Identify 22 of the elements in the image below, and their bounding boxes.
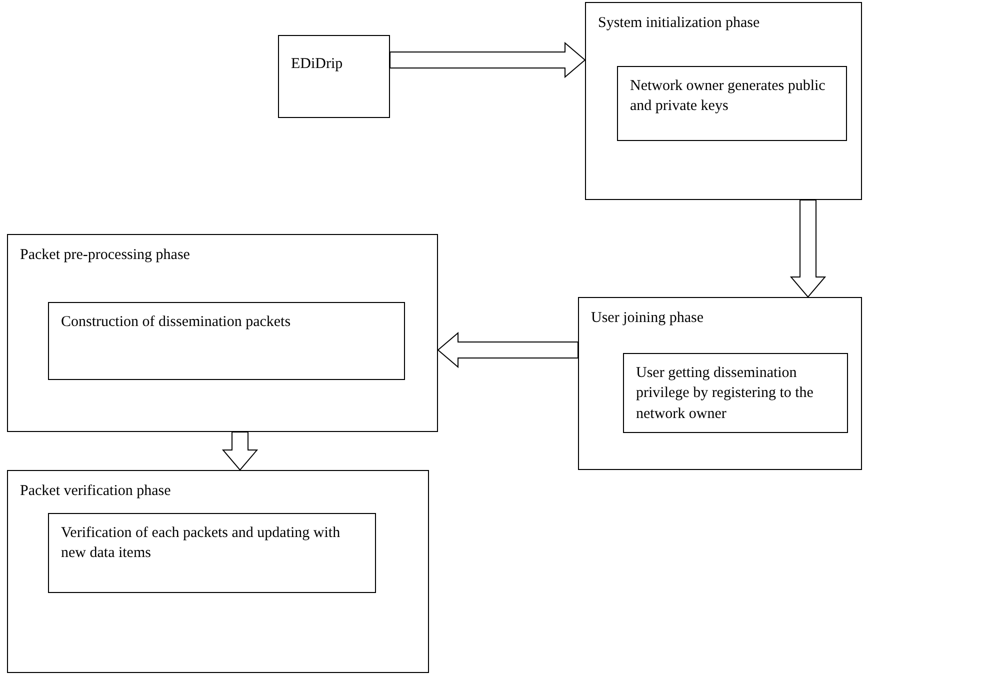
phase-title: Packet verification phase xyxy=(20,482,172,501)
step-text: Verification of each packets and updating with new data items xyxy=(61,524,342,564)
block-arrow xyxy=(390,42,586,78)
block-arrow xyxy=(222,432,258,471)
phase-title: System initialization phase xyxy=(598,14,761,33)
phase-title: User joining phase xyxy=(591,309,704,328)
block-arrow xyxy=(790,200,826,298)
phase-box xyxy=(7,470,429,673)
step-box xyxy=(623,353,848,433)
step-box xyxy=(48,513,376,593)
phase-box xyxy=(7,234,438,432)
phase-box xyxy=(578,297,862,470)
phase-box xyxy=(585,2,862,200)
step-text: User getting dissemination privilege by registering to the network owner xyxy=(636,364,814,424)
phase-box xyxy=(278,35,390,118)
phase-title: EDiDrip xyxy=(291,55,344,74)
step-text: Network owner generates public and private keys xyxy=(630,77,826,116)
block-arrow xyxy=(437,332,578,368)
phase-title: Packet pre-processing phase xyxy=(20,246,191,265)
step-text: Construction of dissemination packets xyxy=(61,313,292,332)
step-box xyxy=(48,302,405,380)
step-box xyxy=(617,66,847,141)
